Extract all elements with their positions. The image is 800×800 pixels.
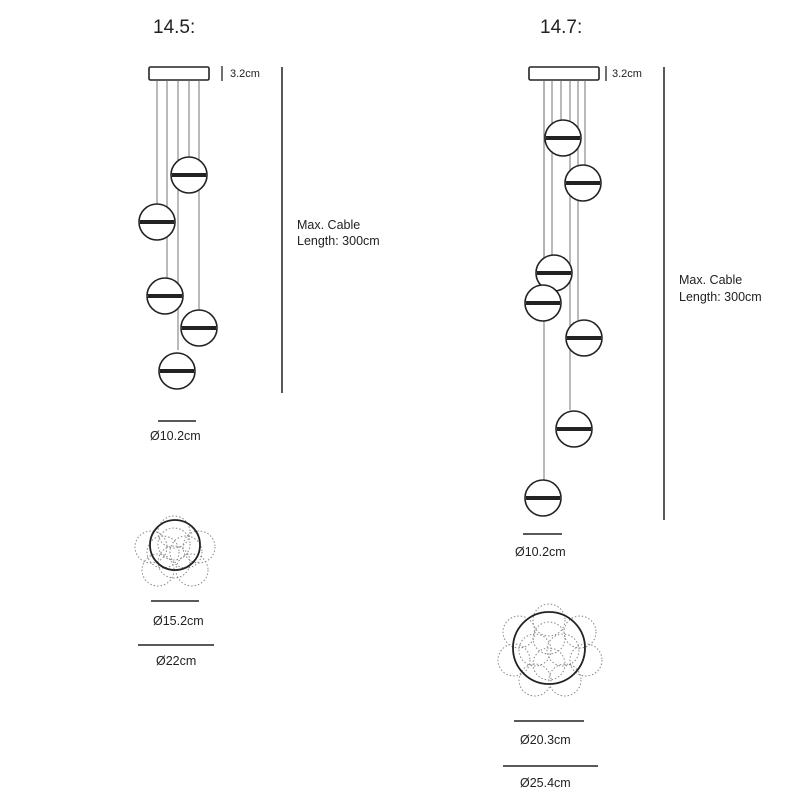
- pendant-globe: [180, 309, 218, 347]
- cable-length-label-line2: Length: 300cm: [679, 290, 762, 304]
- diagram-14-5: 14.5: 3.2cm Max. Cable Length: 300cm Ø10…: [134, 17, 380, 668]
- cable-length-label-line2: Length: 300cm: [297, 234, 380, 248]
- inner-diameter-label: Ø20.3cm: [520, 733, 571, 747]
- pendant-globe: [158, 352, 196, 390]
- pendant-diameter-label: Ø10.2cm: [150, 429, 201, 443]
- canopy-outline: [512, 611, 586, 685]
- inner-diameter-label: Ø15.2cm: [153, 614, 204, 628]
- dotted-outline: [134, 515, 216, 587]
- pendant-globe: [564, 164, 602, 202]
- dotted-outline: [497, 603, 603, 697]
- outer-diameter-label: Ø25.4cm: [520, 776, 571, 790]
- pendants: [524, 119, 603, 517]
- cable-length-label-line1: Max. Cable: [297, 218, 360, 232]
- pendant-globe: [146, 277, 184, 315]
- diagram-title: 14.7:: [540, 17, 582, 38]
- cable-length-label-line1: Max. Cable: [679, 273, 742, 287]
- pendant-globe: [138, 203, 176, 241]
- pendant-globe: [524, 479, 562, 517]
- pendant-globe: [544, 119, 582, 157]
- canopy-height-label: 3.2cm: [612, 68, 642, 80]
- pendant-globe: [565, 319, 603, 357]
- pendant-globe: [170, 156, 208, 194]
- top-view: [134, 515, 216, 587]
- pendant-diameter-label: Ø10.2cm: [515, 545, 566, 559]
- canopy-outline: [149, 519, 201, 571]
- canopy: [528, 66, 600, 81]
- top-view: [497, 603, 603, 697]
- pendant-globe: [524, 284, 562, 322]
- diagram-14-7: 14.7: 3.2cm Max. Cable Length: 300cm Ø10…: [497, 17, 762, 790]
- diagram-title: 14.5:: [153, 17, 195, 38]
- pendants: [138, 156, 218, 390]
- outer-diameter-label: Ø22cm: [156, 654, 196, 668]
- canopy: [148, 66, 210, 81]
- pendant-globe: [555, 410, 593, 448]
- canopy-height-label: 3.2cm: [230, 68, 260, 80]
